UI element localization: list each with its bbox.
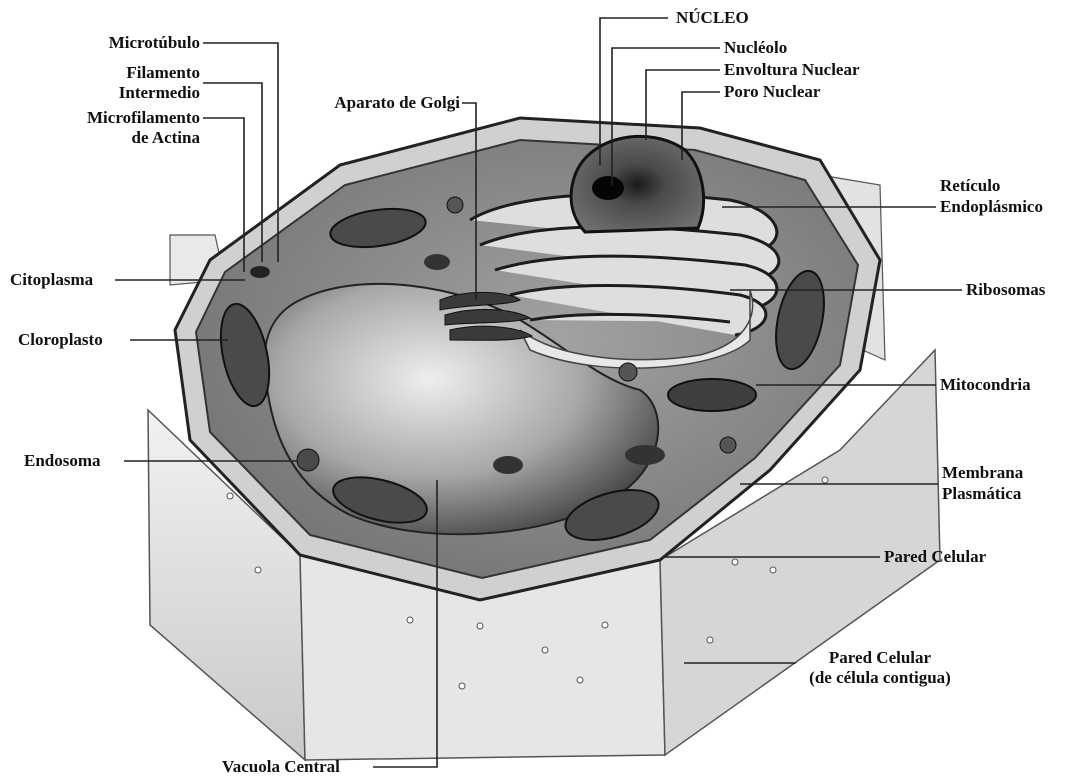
label-adjacent-cell-wall-line1: Pared Celular — [780, 648, 980, 668]
label-central-vacuole: Vacuola Central — [222, 757, 340, 777]
label-nucleus: NÚCLEO — [676, 8, 749, 28]
label-actin-microfilament-line1: Microfilamento — [50, 108, 200, 128]
label-nucleolus: Nucléolo — [724, 38, 787, 58]
label-golgi-apparatus: Aparato de Golgi — [270, 93, 460, 113]
golgi-apparatus — [440, 292, 532, 340]
label-plasma-membrane-line1: Membrana — [942, 463, 1023, 483]
label-plasma-membrane-line2: Plasmática — [942, 484, 1021, 504]
label-nuclear-pore: Poro Nuclear — [724, 82, 820, 102]
label-actin-microfilament-line2: de Actina — [50, 128, 200, 148]
label-intermediate-filament-line2: Intermedio — [50, 83, 200, 103]
label-endoplasmic-reticulum-line1: Retículo — [940, 176, 1000, 196]
nucleolus — [592, 176, 624, 200]
endosome — [297, 449, 319, 471]
label-ribosomes: Ribosomas — [966, 280, 1045, 300]
label-mitochondria: Mitocondria — [940, 375, 1031, 395]
label-cytoplasm: Citoplasma — [10, 270, 93, 290]
mitochondrion — [668, 379, 756, 411]
label-chloroplast: Cloroplasto — [18, 330, 103, 350]
label-endoplasmic-reticulum-line2: Endoplásmico — [940, 197, 1043, 217]
label-microtubule: Microtúbulo — [50, 33, 200, 53]
label-cell-wall: Pared Celular — [884, 547, 986, 567]
label-endosome: Endosoma — [24, 451, 101, 471]
label-nuclear-envelope: Envoltura Nuclear — [724, 60, 860, 80]
label-intermediate-filament-line1: Filamento — [50, 63, 200, 83]
label-adjacent-cell-wall-line2: (de célula contigua) — [780, 668, 980, 688]
